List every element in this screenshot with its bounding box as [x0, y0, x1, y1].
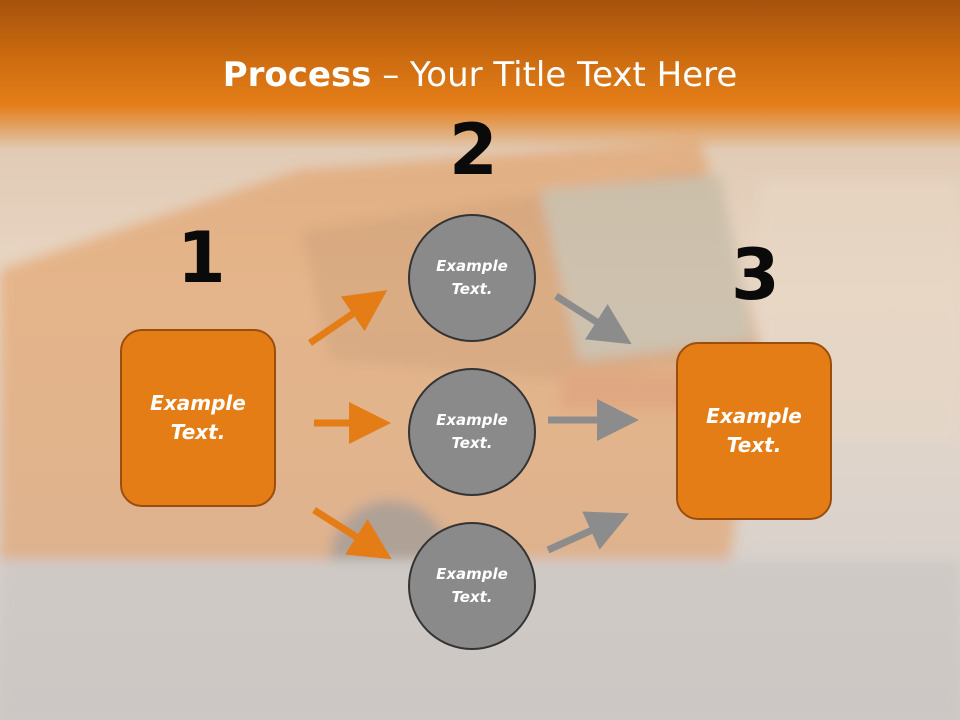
- header-band: [0, 0, 960, 150]
- start-box-text: Example Text.: [150, 391, 246, 444]
- start-box: Example Text.: [120, 329, 276, 507]
- step-number-2: 2: [449, 109, 498, 191]
- middle-circle-3: Example Text.: [408, 522, 536, 650]
- slide-title: Process – Your Title Text Here: [0, 52, 960, 98]
- middle-circle-2: Example Text.: [408, 368, 536, 496]
- step-number-3: 3: [731, 234, 780, 316]
- middle-circle-3-text: Example Text.: [436, 565, 508, 606]
- end-box-text: Example Text.: [706, 404, 802, 457]
- end-box: Example Text.: [676, 342, 832, 520]
- middle-circle-1: Example Text.: [408, 214, 536, 342]
- middle-circle-2-text: Example Text.: [436, 411, 508, 452]
- title-rest: – Your Title Text Here: [371, 55, 738, 95]
- middle-circle-1-text: Example Text.: [436, 257, 508, 298]
- step-number-1: 1: [177, 217, 226, 299]
- title-bold: Process: [222, 55, 372, 95]
